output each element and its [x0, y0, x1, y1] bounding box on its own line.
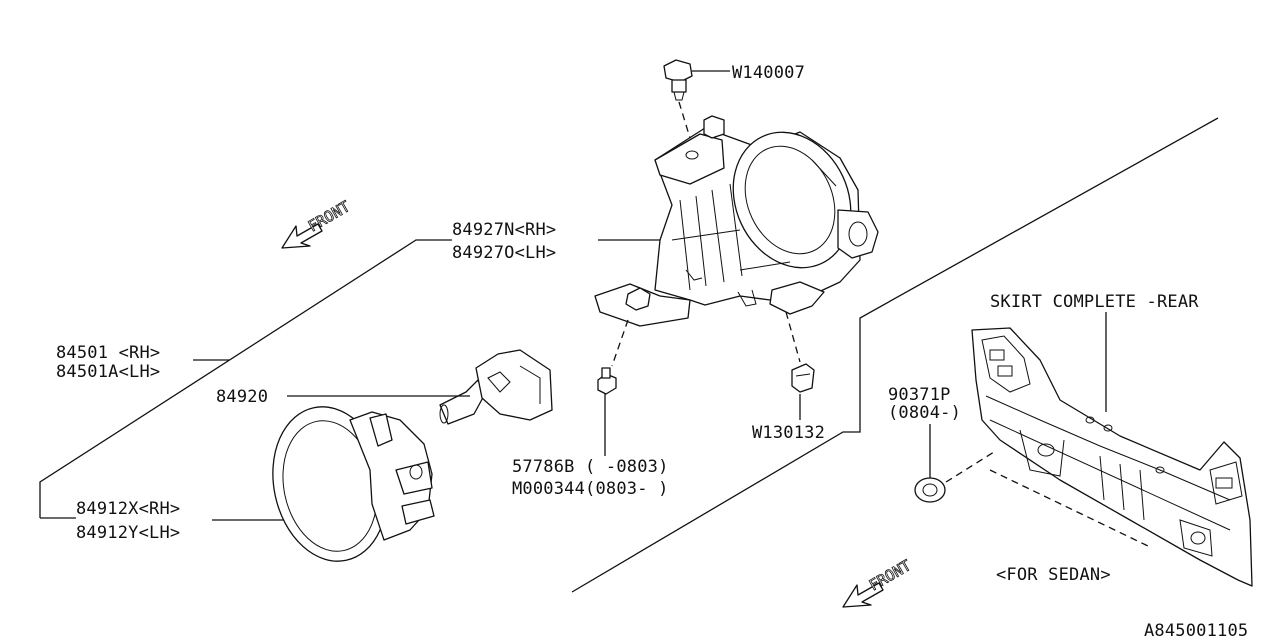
dash-90371p	[945, 451, 995, 483]
front-arrow-upper-icon: FRONT	[281, 197, 354, 249]
label-84927n: 84927N<RH>	[452, 220, 556, 240]
dash-w130132	[785, 311, 801, 363]
bulb-84920-icon	[439, 349, 553, 425]
label-84912y: 84912Y<LH>	[76, 523, 180, 543]
label-84920: 84920	[216, 387, 268, 407]
section-divider-line	[571, 117, 1219, 593]
label-84912x: 84912X<RH>	[76, 499, 180, 519]
front-arrow-lower-icon: FRONT	[842, 556, 915, 608]
skirt-complete-rear-icon	[971, 327, 1253, 587]
label-84501: 84501 <RH>	[56, 343, 160, 363]
fog-lamp-84912-icon	[272, 406, 435, 562]
label-57786b: 57786B ( -0803)	[512, 457, 669, 477]
label-skirt-complete-rear: SKIRT COMPLETE -REAR	[990, 292, 1199, 312]
front-arrow-upper-text: FRONT	[305, 197, 353, 235]
dash-w140007	[678, 101, 691, 139]
label-84927o: 84927O<LH>	[452, 243, 556, 263]
label-84501a: 84501A<LH>	[56, 362, 160, 382]
fog-lamp-bracket	[594, 115, 879, 327]
bolt-w140007-icon	[663, 59, 693, 101]
label-m000344: M000344(0803- )	[512, 479, 669, 499]
label-w130132: W130132	[752, 423, 825, 443]
screw-57786b-icon	[597, 367, 617, 395]
screw-w130132-icon	[791, 363, 815, 393]
front-arrow-lower-text: FRONT	[866, 556, 914, 594]
label-for-sedan: <FOR SEDAN>	[996, 565, 1111, 585]
dash-57786b	[611, 319, 629, 367]
leader-84501-assembly	[39, 239, 452, 518]
diagram-id: A845001105	[1144, 621, 1248, 640]
dash-skirt	[989, 469, 1149, 547]
label-w140007: W140007	[732, 63, 805, 83]
label-90371p-range: (0804-)	[888, 403, 961, 423]
clip-90371p-icon	[914, 477, 946, 503]
label-90371p: 90371P	[888, 385, 951, 405]
